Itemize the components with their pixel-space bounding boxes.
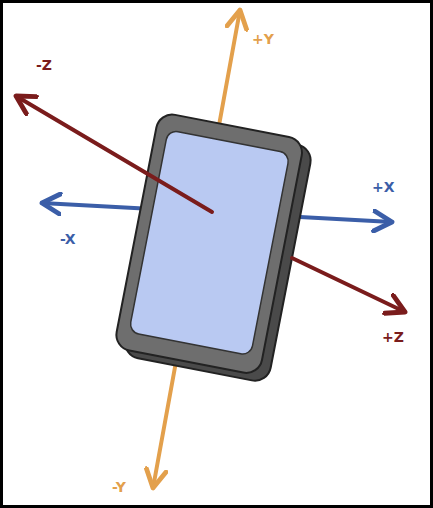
axis-label-pos-x: +X (372, 180, 395, 194)
axis-label-neg-z: -Z (36, 58, 52, 72)
axis-label-neg-x: -X (60, 232, 75, 246)
phone (112, 112, 314, 384)
z-axis-negative (16, 96, 212, 212)
axis-label-pos-y: +Y (252, 32, 274, 46)
axis-label-neg-y: -Y (112, 480, 126, 494)
z-axis-positive (292, 258, 405, 312)
axis-label-pos-z: +Z (382, 330, 404, 344)
